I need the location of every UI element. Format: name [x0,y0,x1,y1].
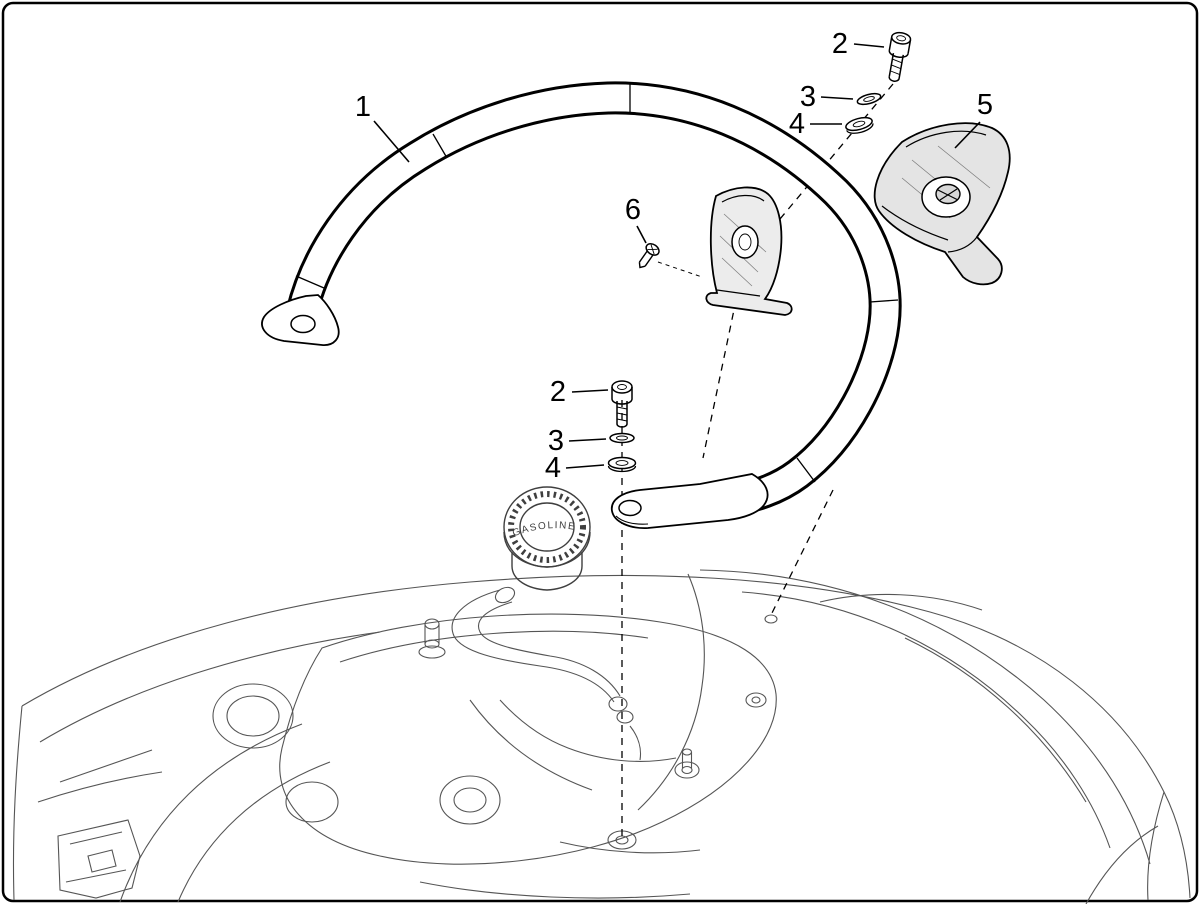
screw-part2-mid [611,380,633,428]
fuel-cap-knurling [508,491,586,563]
body-bolt-center [674,748,700,779]
leader-line-3-top [820,96,854,100]
washer-part3-mid [609,432,635,444]
leader-line-3-mid [568,438,607,442]
callout-1: 1 [355,91,371,123]
fuel-hose [451,586,642,761]
cover-bracket-part5 [873,122,1011,286]
screw-part6 [638,242,660,269]
callout-3-top: 3 [800,81,816,113]
callout-6: 6 [625,194,641,226]
screw-part2-top [888,31,912,82]
leader-line-2-top [853,43,885,48]
body-bolt-left [418,618,446,659]
leader-line-2-mid [571,389,609,393]
body-mount-boss-rear [745,614,778,708]
callout-3-mid: 3 [548,425,564,457]
leader-line-5 [954,121,981,149]
callout-5: 5 [977,89,993,121]
body-bracket-lower-left [57,819,141,899]
handle-flange-right [610,473,769,529]
assembly-axis-lines [621,83,894,838]
inner-support-bracket [705,186,793,316]
leader-line-1 [373,120,410,163]
washer-part4-top [845,116,874,134]
leader-line-4-mid [565,464,605,469]
callout-4-top: 4 [789,108,805,140]
washer-part4-mid [607,456,637,473]
grab-handle-part1 [261,81,902,529]
callout-2-top: 2 [832,28,848,60]
handle-flange-left [261,294,340,346]
vehicle-body: GASOLINE [12,486,1191,904]
washer-part3-top [856,92,882,106]
callout-2-mid: 2 [550,376,566,408]
bracket-grommet [935,183,961,205]
leader-line-6 [636,225,647,244]
callouts: 1 2 3 4 5 6 2 3 4 [355,28,993,484]
callout-4-mid: 4 [545,452,561,484]
